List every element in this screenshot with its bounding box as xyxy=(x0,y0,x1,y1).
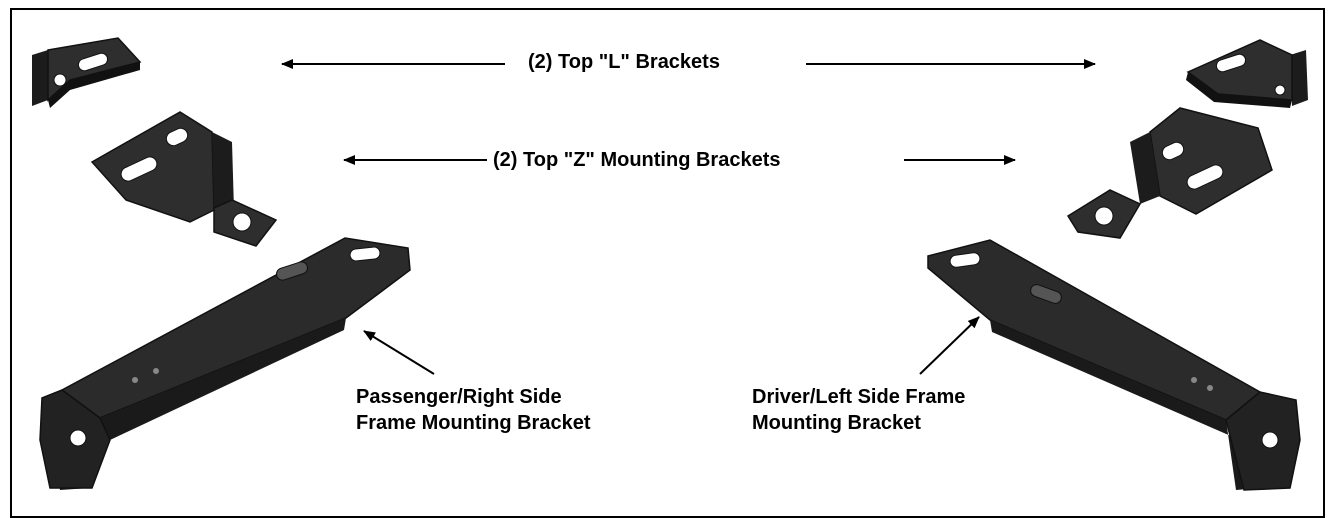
top-z-brackets-label: (2) Top "Z" Mounting Brackets xyxy=(493,149,781,171)
passenger-label-line2: Frame Mounting Bracket xyxy=(356,412,591,434)
figure-frame xyxy=(10,8,1325,518)
top-l-bracket-right xyxy=(1186,39,1308,108)
brackets-illustration xyxy=(32,37,1308,491)
top-z-bracket-left xyxy=(90,111,278,247)
passenger-bracket-label: Passenger/Right Side Frame Mounting Brac… xyxy=(356,384,590,436)
arrow-driver xyxy=(919,316,980,375)
driver-label-line1: Driver/Left Side Frame xyxy=(752,386,966,408)
top-l-bracket-left xyxy=(32,37,142,108)
driver-label-line2: Mounting Bracket xyxy=(752,412,921,434)
passenger-frame-bracket xyxy=(39,237,411,490)
top-l-brackets-label: (2) Top "L" Brackets xyxy=(528,51,720,73)
arrow-passenger xyxy=(363,330,435,375)
top-z-bracket-right xyxy=(1066,107,1273,239)
driver-bracket-label: Driver/Left Side Frame Mounting Bracket xyxy=(752,384,965,436)
passenger-label-line1: Passenger/Right Side xyxy=(356,386,562,408)
driver-frame-bracket xyxy=(927,239,1301,491)
